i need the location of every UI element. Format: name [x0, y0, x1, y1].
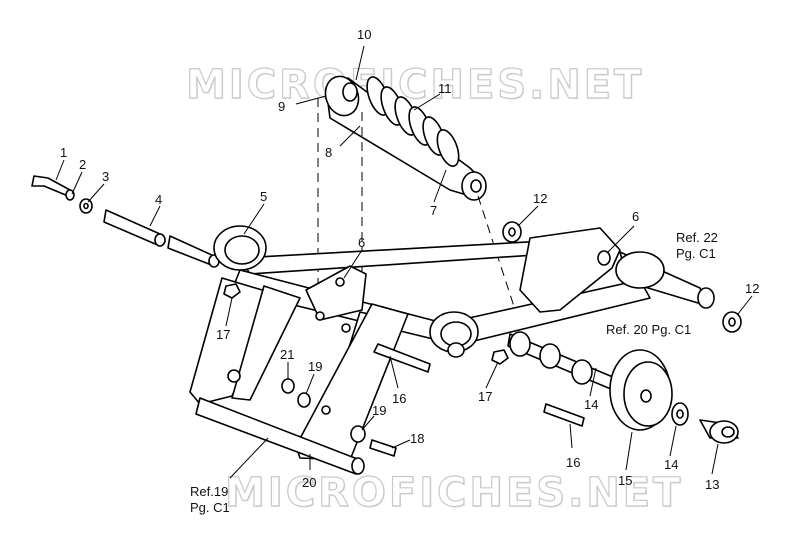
bolt-16-right	[543, 403, 585, 427]
callout-19-upper: 19	[308, 359, 323, 374]
swing-links	[189, 277, 409, 475]
callout-1: 1	[60, 145, 68, 160]
callout-8: 8	[325, 145, 333, 160]
callout-10: 10	[357, 27, 372, 42]
ref-20-note: Ref. 20 Pg. C1	[606, 322, 692, 337]
callout-12-right: 12	[745, 281, 760, 296]
callout-12-upper: 12	[533, 191, 548, 206]
callout-13: 13	[705, 477, 720, 492]
callout-14-upper: 14	[584, 397, 599, 412]
ref-19-line2: Pg. C1	[190, 500, 230, 515]
callout-21: 21	[280, 347, 295, 362]
leader-lines	[55, 45, 753, 479]
callout-5: 5	[260, 189, 268, 204]
callout-15: 15	[618, 473, 633, 488]
washer-19-upper	[297, 392, 311, 408]
callout-20: 20	[302, 475, 317, 490]
ref-22-note: Ref. 22 Pg. C1	[676, 230, 718, 262]
callout-3: 3	[102, 169, 110, 184]
nut-17-left	[223, 283, 241, 299]
callout-16-left: 16	[392, 391, 407, 406]
nut-17-right	[491, 349, 509, 365]
callout-18: 18	[410, 431, 425, 446]
callout-4: 4	[155, 192, 163, 207]
callout-17-right: 17	[478, 389, 493, 404]
bolt-18	[369, 439, 397, 457]
watermark-top: MICROFICHES.NET	[185, 61, 645, 108]
left-hardware	[31, 175, 220, 268]
shock-absorber	[324, 75, 487, 201]
callout-19-lower: 19	[372, 403, 387, 418]
callout-9: 9	[278, 99, 286, 114]
washer-19-lower	[350, 425, 366, 443]
idler-wheel-assembly	[507, 331, 739, 444]
callout-14-lower: 14	[664, 457, 679, 472]
callout-7: 7	[430, 203, 438, 218]
shock-spring	[366, 76, 460, 167]
ref-19-line1: Ref.19	[190, 484, 229, 499]
washer-21	[281, 378, 295, 394]
callout-17-left: 17	[216, 327, 231, 342]
ref-22-line2: Pg. C1	[676, 246, 716, 261]
ref-22-line1: Ref. 22	[676, 230, 718, 245]
watermark-bottom: MICROFICHES.NET	[224, 469, 684, 516]
ref-19-note: Ref.19 Pg. C1	[190, 484, 230, 516]
callout-11: 11	[438, 81, 452, 96]
callout-6-left: 6	[358, 235, 366, 250]
bolt-16-left	[373, 343, 431, 373]
callout-2: 2	[79, 157, 87, 172]
callout-16-right: 16	[566, 455, 581, 470]
callout-6-right: 6	[632, 209, 640, 224]
